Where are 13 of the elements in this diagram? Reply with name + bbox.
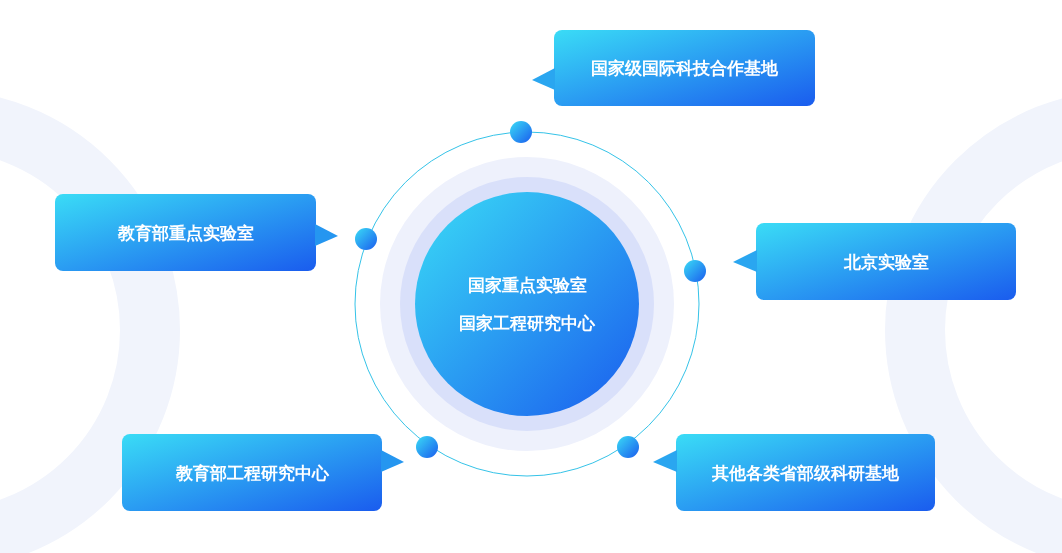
callout-bubble	[652, 434, 935, 511]
center-circle	[415, 192, 639, 416]
node-text: 其他各类省部级科研基地	[712, 462, 899, 483]
node-text: 国家级国际科技合作基地	[591, 57, 778, 79]
callout-bubble	[732, 223, 1016, 300]
callout-bubble	[55, 194, 340, 271]
node-text: 国家工程研究中心	[459, 312, 595, 334]
node-text: 教育部重点实验室	[117, 222, 254, 243]
node-text: 国家重点实验室	[467, 274, 587, 296]
callout-bubble	[530, 30, 815, 106]
callout-bubble	[122, 434, 406, 511]
node-text: 北京实验室	[843, 251, 929, 272]
node-text: 教育部工程研究中心	[175, 462, 329, 483]
